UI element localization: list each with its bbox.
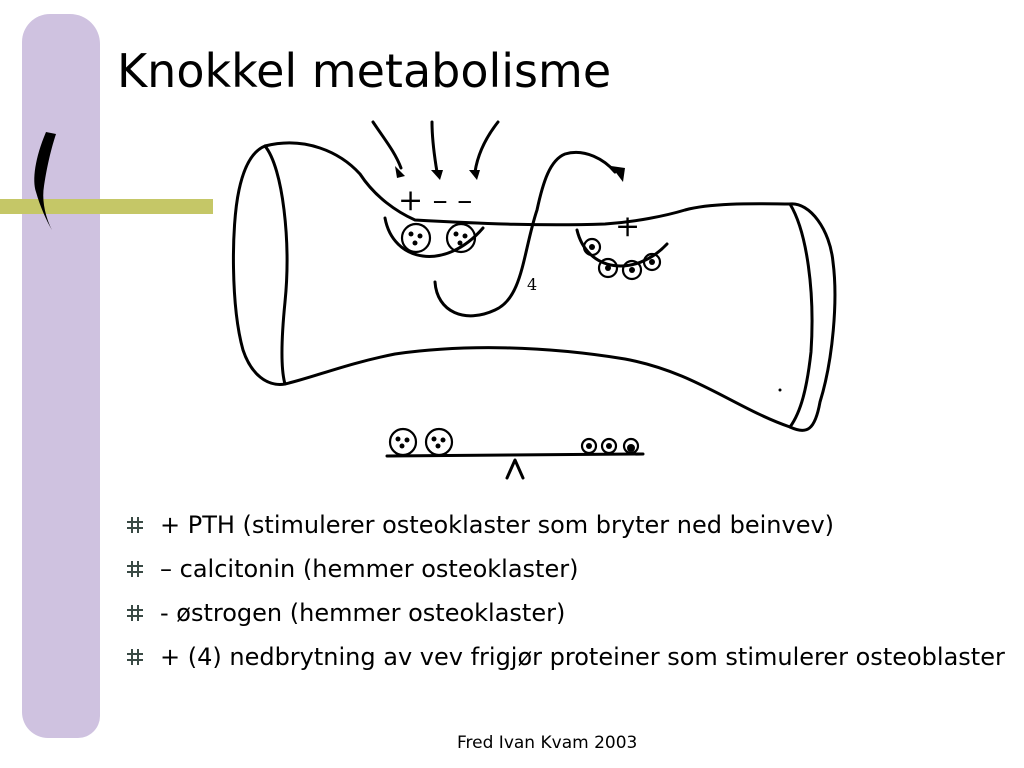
arrow-1: [371, 120, 403, 170]
bullet-text: - østrogen (hemmer osteoklaster): [160, 599, 566, 627]
bone-metabolism-diagram: + – – + 4: [231, 120, 837, 480]
right-sign: +: [615, 209, 640, 244]
slide-footer: Fred Ivan Kvam 2003: [457, 733, 638, 753]
bullet-item-nedbrytning: + (4) nedbrytning av vev frigjør protein…: [126, 642, 1006, 673]
right-resorption-pit: [575, 228, 669, 268]
bullet-hash-icon: [127, 649, 143, 665]
bullet-item-calcitonin: – calcitonin (hemmer osteoklaster): [126, 554, 1006, 585]
right-epiphysis: [788, 202, 814, 429]
bullet-item-pth: + PTH (stimulerer osteoklaster som bryte…: [126, 510, 1006, 541]
bullet-text: – calcitonin (hemmer osteoklaster): [160, 555, 579, 583]
left-epiphysis: [263, 144, 289, 386]
balance-fulcrum: [505, 458, 525, 480]
bullet-hash-icon: [127, 517, 143, 533]
balance-line: [385, 452, 645, 458]
bullet-text: + (4) nedbrytning av vev frigjør protein…: [160, 643, 1005, 671]
accent-bar: [0, 199, 213, 214]
slide-title: Knokkel metabolisme: [117, 44, 612, 98]
bullet-list: + PTH (stimulerer osteoklaster som bryte…: [126, 510, 1006, 686]
bullet-text: + PTH (stimulerer osteoklaster som bryte…: [160, 511, 835, 539]
arrow-3: [473, 120, 500, 174]
left-resorption-pit: [383, 216, 485, 258]
bullet-hash-icon: [127, 561, 143, 577]
bullet-hash-icon: [127, 605, 143, 621]
s-pathway: [433, 151, 617, 318]
arrow-2: [430, 120, 439, 174]
bone-outline: [231, 141, 837, 432]
left-decorative-bar: [22, 14, 100, 738]
bracket-decoration: [34, 132, 56, 230]
left-signs: + – –: [398, 183, 472, 218]
number-label: 4: [527, 275, 537, 294]
bullet-item-ostrogen: - østrogen (hemmer osteoklaster): [126, 598, 1006, 629]
